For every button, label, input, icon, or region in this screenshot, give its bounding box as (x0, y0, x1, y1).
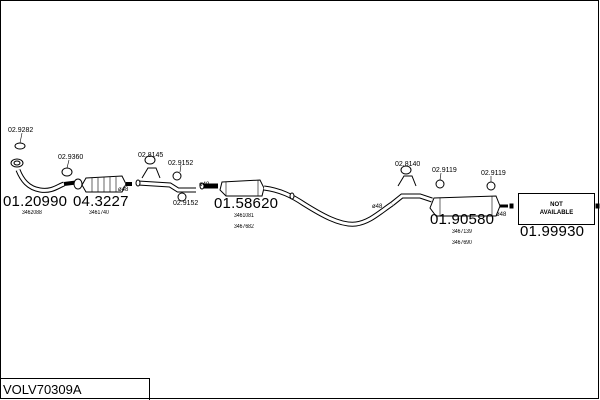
centre-silencer-part-number: 01.58620 (214, 195, 279, 212)
diagram-id: VOLV70309A (3, 382, 82, 397)
clamp-3-shape (177, 192, 187, 202)
hanger-2-shape (397, 175, 417, 187)
clamp-5-label: 02.9119 (481, 170, 506, 177)
centre-silencer-shape (219, 179, 265, 197)
clamp-5-shape (486, 181, 496, 191)
centre-silencer-ref-2: 3467682 (234, 224, 254, 230)
pipe-size-1: ø48 (118, 187, 129, 193)
clamp-4-label: 02.9119 (432, 167, 457, 174)
not-available-line-1: NOT (550, 202, 563, 208)
clamp-1-shape (61, 167, 73, 177)
clamp-2-shape (172, 171, 182, 181)
gasket-top-label: 02.9282 (8, 127, 34, 134)
rear-silencer-ref-2: 3467690 (452, 240, 472, 246)
diagram-id-box (0, 378, 150, 400)
rear-silencer-part-number: 01.90580 (430, 211, 495, 228)
pipe-size-3: ø48 (372, 204, 383, 210)
clamp-3-label: 02.9152 (173, 200, 199, 207)
not-available-line-2: AVAILABLE (539, 210, 574, 216)
gasket-top-shape (14, 142, 26, 150)
catalyst-part-number: 04.3227 (73, 193, 129, 210)
rear-silencer-ref-1: 3467139 (452, 229, 472, 235)
clamp-4-shape (435, 179, 445, 189)
hanger-1-label: 02.8145 (138, 152, 164, 159)
catalyst-shape (81, 175, 127, 193)
centre-silencer-ref-1: 3461081 (234, 213, 254, 219)
clamp-1-label: 02.9360 (58, 154, 84, 161)
hanger-2-label: 02.8140 (395, 161, 421, 168)
front-pipe-part-number: 01.20990 (3, 193, 68, 210)
front-pipe-ref: 3462088 (22, 210, 42, 216)
pipe-size-4: ø48 (496, 212, 507, 218)
front-flange (10, 158, 24, 168)
tail-section-part-number: 01.99930 (520, 223, 585, 240)
hanger-1-shape (141, 167, 161, 179)
rear-silencer-shape (429, 195, 501, 217)
catalyst-ref: 3461740 (89, 210, 109, 216)
pipe-size-2: ø48 (199, 182, 210, 188)
clamp-2-label: 02.9152 (168, 160, 194, 167)
not-available-box: NOT AVAILABLE (518, 193, 595, 225)
